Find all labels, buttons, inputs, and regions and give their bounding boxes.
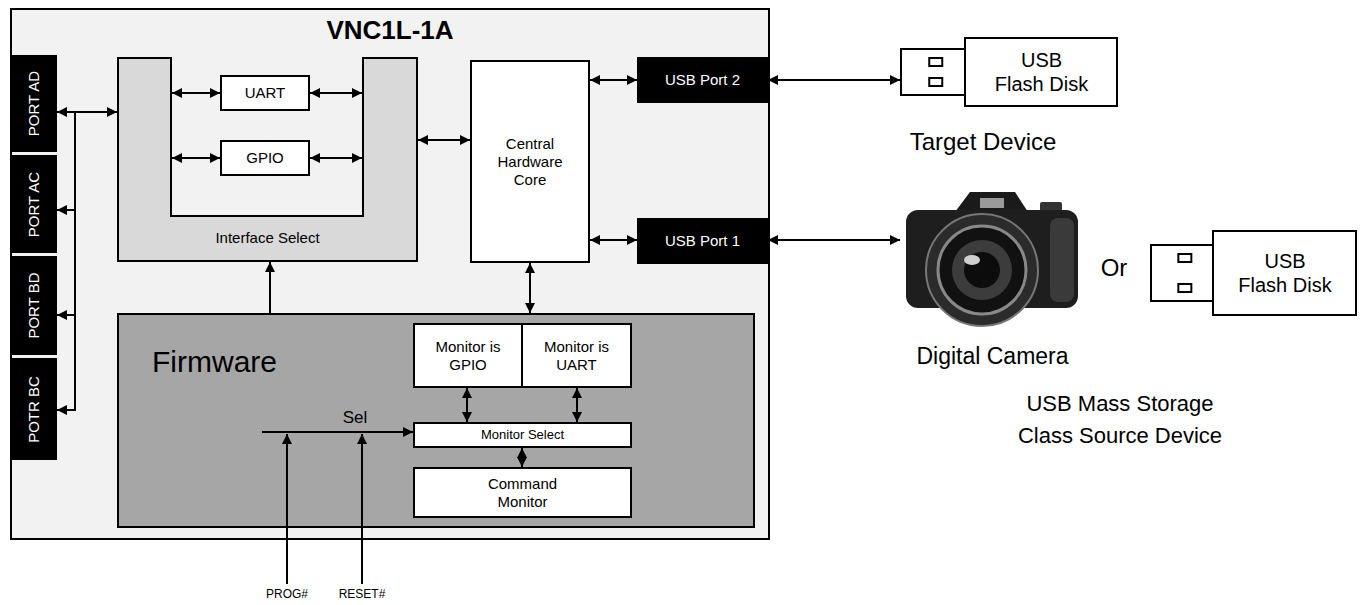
port-bar: PORT AD	[10, 55, 57, 152]
lens-ring	[938, 226, 1026, 314]
gpio-box: GPIO	[220, 140, 310, 176]
node-label: Monitor Select	[481, 427, 564, 443]
usb-port: USB Port 2	[637, 57, 768, 103]
pin-name: RESET#	[332, 587, 392, 601]
usb-port: USB Port 1	[637, 218, 768, 264]
lens-highlight	[964, 255, 980, 265]
node-label: USB Flash Disk	[1238, 249, 1333, 297]
node-label: Command Monitor	[483, 475, 563, 511]
connector	[521, 448, 523, 467]
node-label: PORT BD	[25, 272, 42, 338]
lens-ring	[926, 214, 1038, 326]
connector	[590, 79, 637, 81]
node-label: PORT AC	[25, 171, 42, 236]
connector	[576, 388, 578, 422]
port-bar: PORT AC	[10, 155, 57, 253]
flash-body	[965, 38, 1117, 106]
node-label: USB Port 1	[665, 232, 740, 250]
label-slot: USB Mass Storage Class Source Device	[1005, 388, 1235, 452]
connector	[57, 112, 117, 410]
chip-title: VNC1L-1A	[12, 15, 768, 46]
node-label: USB Flash Disk	[994, 48, 1089, 96]
monitor-box: Monitor is GPIO	[413, 323, 523, 388]
reset-wire	[361, 434, 363, 584]
plug-contact	[929, 78, 942, 86]
node-label: Central Hardware Core	[489, 135, 571, 189]
connector	[418, 139, 470, 141]
monitor-select-box: Monitor Select	[413, 422, 632, 448]
camera-top	[955, 192, 1028, 212]
chip-outline: VNC1L-1A PORT AD PORT AC PORT BD POTR BC Inte…	[10, 8, 770, 540]
port-bar: POTR BC	[10, 358, 57, 460]
node-label: Monitor is UART	[532, 338, 622, 374]
connector	[310, 157, 362, 159]
flash-disk: USB Flash Disk	[1150, 230, 1357, 316]
node-label: USB Port 2	[665, 71, 740, 89]
label-slot: RESET#	[332, 587, 392, 601]
node-label: GPIO	[246, 149, 284, 167]
node-label: Monitor is GPIO	[423, 338, 513, 374]
block-heading: Firmware	[152, 345, 277, 379]
label-slot: PROG#	[257, 587, 317, 601]
connector	[57, 112, 117, 210]
flash-disk-outline	[1150, 230, 1357, 316]
camera-grip	[1050, 218, 1074, 302]
uart-box: UART	[220, 75, 310, 111]
interface-select-block: Interface Select UART GPIO	[117, 57, 418, 262]
command-monitor-box: Command Monitor	[413, 467, 632, 518]
plug-contact	[1178, 254, 1191, 262]
flash-body	[1213, 231, 1356, 315]
device-caption: Target Device	[883, 128, 1083, 156]
node-label: UART	[245, 84, 286, 102]
flash-window	[980, 198, 1004, 208]
node-label: Interface Select	[215, 229, 319, 246]
connector	[466, 388, 468, 422]
connector	[172, 157, 220, 159]
port-bar: PORT BD	[10, 256, 57, 355]
connector	[590, 239, 637, 241]
prog-wire	[286, 434, 288, 584]
pin-name: PROG#	[257, 587, 317, 601]
signal-name: Sel	[335, 408, 375, 428]
connector	[768, 239, 900, 241]
connector	[172, 92, 220, 94]
label-slot: Or	[1094, 254, 1134, 282]
connector	[529, 263, 531, 313]
usb-plug	[901, 49, 965, 95]
plug-contact	[1178, 284, 1191, 292]
flash-disk: USB Flash Disk	[900, 37, 1118, 107]
plug-contact	[929, 58, 942, 66]
lens-glass	[964, 252, 1000, 288]
connector	[768, 79, 900, 81]
node-label: PORT AD	[25, 71, 42, 136]
sel-wire	[262, 431, 413, 433]
lens-glass	[952, 240, 1012, 300]
class-caption: USB Mass Storage Class Source Device	[1005, 388, 1235, 452]
digital-camera: Digital Camera	[900, 182, 1085, 370]
connector	[310, 92, 362, 94]
core-box: Central Hardware Core	[470, 60, 590, 263]
flash-disk-outline	[900, 37, 1118, 107]
node-label: POTR BC	[25, 376, 42, 443]
connector	[269, 262, 271, 313]
or-word: Or	[1094, 254, 1134, 282]
camera-illustration	[900, 182, 1085, 332]
monitor-box: Monitor is UART	[521, 323, 632, 388]
connector	[57, 112, 117, 315]
label-slot: Target Device	[883, 128, 1083, 156]
node-label: Digital Camera	[916, 343, 1068, 370]
firmware-block: Firmware Monitor is GPIO Monitor is UART Mo…	[117, 313, 755, 528]
usb-plug	[1151, 245, 1213, 301]
label-slot: Sel	[335, 408, 375, 428]
